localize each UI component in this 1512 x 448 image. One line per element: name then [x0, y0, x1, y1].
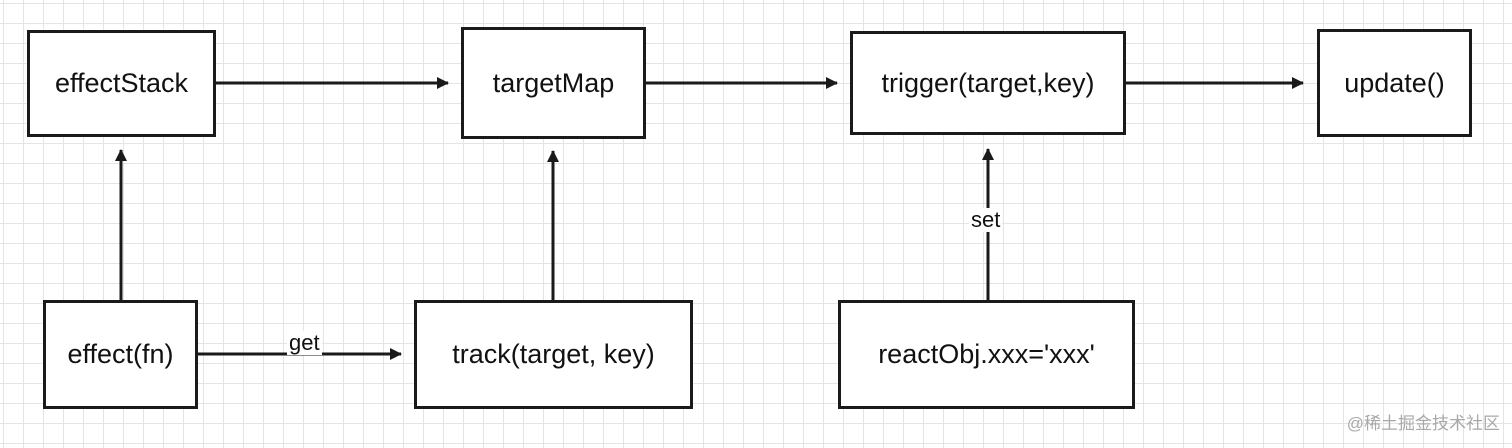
node-target-map: targetMap — [461, 27, 646, 139]
node-trigger: trigger(target,key) — [850, 31, 1126, 135]
node-update: update() — [1317, 29, 1472, 137]
watermark-text: @稀土掘金技术社区 — [1346, 414, 1500, 433]
node-effect-stack: effectStack — [27, 30, 216, 137]
edge-label-get: get — [287, 330, 322, 355]
node-react-obj: reactObj.xxx='xxx' — [838, 300, 1135, 409]
node-track: track(target, key) — [414, 300, 693, 409]
node-effect: effect(fn) — [43, 300, 198, 409]
edge-label-set: set — [969, 207, 1003, 232]
